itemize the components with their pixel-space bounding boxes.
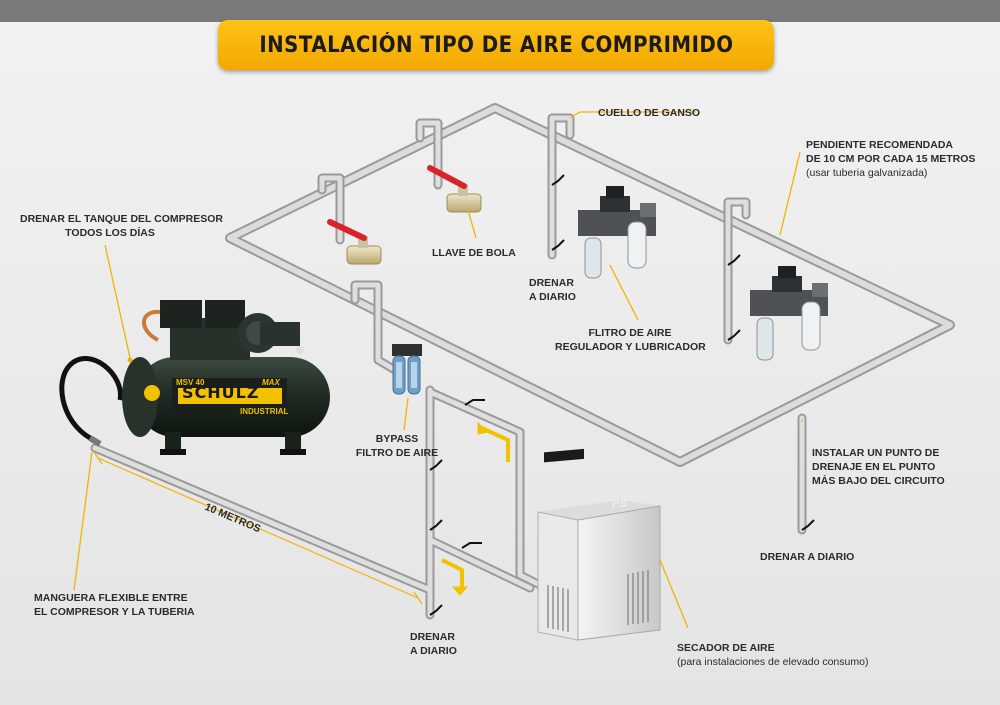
frl-unit-1 bbox=[578, 186, 656, 279]
label-manguera-2: EL COMPRESOR Y LA TUBERIA bbox=[34, 606, 195, 618]
label-cuello-ganso: CUELLO DE GANSO bbox=[598, 107, 701, 119]
label-filtro-1: FLITRO DE AIRE bbox=[588, 327, 672, 339]
label-pendiente-1: PENDIENTE RECOMENDADA bbox=[806, 139, 954, 151]
dryer-pipework bbox=[90, 385, 545, 620]
compressor-badge: MAX bbox=[262, 378, 280, 387]
compressor-brand: SCHULZ bbox=[182, 383, 260, 402]
label-drenar-top-2: A DIARIO bbox=[529, 291, 576, 303]
label-drenar-tanque-1: DRENAR EL TANQUE DEL COMPRESOR bbox=[20, 213, 224, 225]
ten-meter-dimension bbox=[93, 451, 423, 605]
label-secador-1: SECADOR DE AIRE bbox=[677, 642, 775, 654]
label-bypass-1: BYPASS bbox=[375, 433, 419, 445]
compressor bbox=[59, 300, 330, 455]
page-title: INSTALACIÓN TIPO DE AIRE COMPRIMIDO bbox=[258, 32, 734, 58]
label-drenar-top-1: DRENAR bbox=[529, 277, 574, 289]
gooseneck-drops bbox=[317, 113, 807, 535]
air-dryer bbox=[537, 448, 661, 641]
label-drenar-bottom-2: A DIARIO bbox=[410, 645, 457, 657]
top-band bbox=[0, 0, 1000, 22]
label-drenar-tanque-2: TODOS LOS DÍAS bbox=[65, 227, 155, 239]
label-pendiente-3: (usar tuberia galvanizada) bbox=[806, 167, 928, 179]
label-instalar-2: DRENAJE EN EL PUNTO bbox=[812, 461, 936, 473]
ball-valve-1 bbox=[327, 219, 382, 265]
leader-lines bbox=[73, 111, 803, 629]
label-drenar-bottom-1: DRENAR bbox=[410, 631, 455, 643]
main-pipe-loop bbox=[225, 103, 955, 467]
flow-arrows bbox=[441, 422, 510, 596]
drain-valves bbox=[429, 174, 815, 616]
label-manguera-1: MANGUERA FLEXIBLE ENTRE bbox=[34, 592, 188, 604]
leader-dot bbox=[127, 357, 133, 363]
label-drenar-diario-right: DRENAR A DIARIO bbox=[760, 551, 855, 563]
label-instalar-3: MÁS BAJO DEL CIRCUITO bbox=[812, 475, 945, 487]
dryer-brand: PS bbox=[612, 498, 627, 510]
label-instalar-1: INSTALAR UN PUNTO DE bbox=[812, 447, 940, 459]
label-llave-bola: LLAVE DE BOLA bbox=[432, 247, 516, 259]
label-bypass-2: FILTRO DE AIRE bbox=[355, 447, 439, 459]
compressor-sub: INDUSTRIAL bbox=[240, 407, 289, 416]
title-banner: INSTALACIÓN TIPO DE AIRE COMPRIMIDO bbox=[218, 20, 774, 70]
ball-valve-2 bbox=[427, 165, 482, 213]
frl-unit-2 bbox=[750, 266, 828, 361]
label-secador-2: (para instalaciones de elevado consumo) bbox=[677, 656, 869, 668]
label-filtro-2: REGULADOR Y LUBRICADOR bbox=[555, 341, 706, 353]
label-pendiente-2: DE 10 CM POR CADA 15 METROS bbox=[806, 153, 976, 165]
bypass-filter bbox=[392, 344, 422, 395]
compressor-model: MSV 40 bbox=[176, 378, 205, 387]
